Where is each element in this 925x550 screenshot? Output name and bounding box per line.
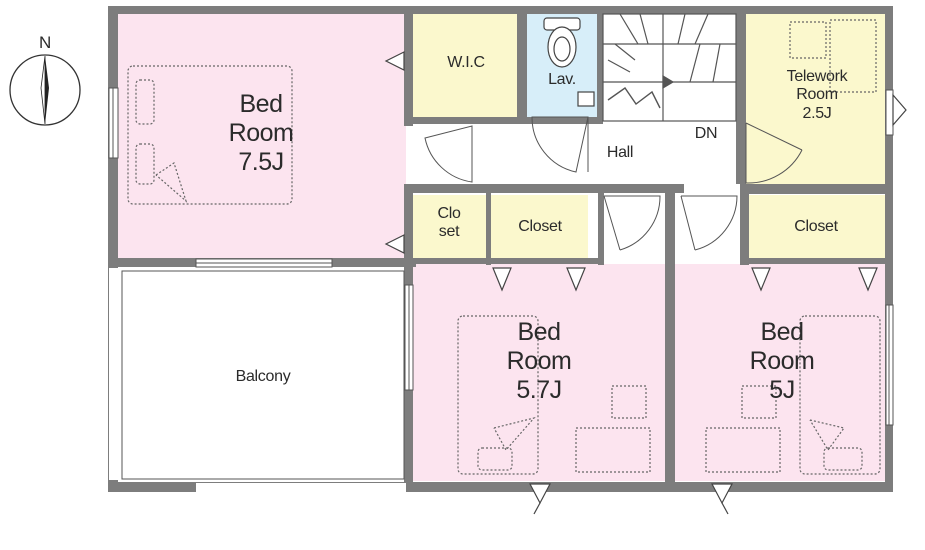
closet-small-line1: Clo bbox=[437, 205, 461, 222]
closet-small-label: Clo set bbox=[418, 205, 480, 242]
compass-north-label: N bbox=[39, 33, 51, 52]
bedroom-2-label: Bed Room 5.7J bbox=[494, 318, 584, 404]
balcony-label: Balcony bbox=[235, 368, 291, 385]
bedroom-3-floor bbox=[675, 264, 885, 481]
master-bedroom-size: 7.5J bbox=[238, 147, 284, 176]
bedroom-3-size: 5J bbox=[769, 375, 795, 404]
stairs-down-label: DN bbox=[694, 125, 718, 142]
bedroom-2-line1: Bed bbox=[517, 318, 561, 346]
closet-b-label: Closet bbox=[794, 218, 838, 235]
telework-line1: Telework bbox=[786, 68, 848, 85]
bedroom-2-floor bbox=[413, 264, 665, 481]
telework-floor bbox=[746, 12, 885, 184]
closet-small-line2: set bbox=[438, 223, 460, 241]
master-bedroom-floor bbox=[118, 12, 406, 259]
lavatory-label: Lav. bbox=[548, 71, 576, 88]
master-bedroom-label: Bed Room 7.5J bbox=[216, 90, 306, 176]
staircase bbox=[602, 13, 737, 122]
hall-label: Hall bbox=[606, 144, 634, 161]
windows bbox=[108, 87, 894, 492]
closet-small-floor bbox=[413, 195, 486, 259]
telework-room-label: Telework Room 2.5J bbox=[760, 68, 874, 123]
telework-size: 2.5J bbox=[802, 104, 832, 122]
closet-a-label: Closet bbox=[518, 218, 562, 235]
bedroom-2-line2: Room bbox=[506, 346, 572, 375]
wic-floor bbox=[413, 12, 517, 117]
toilet-fixture bbox=[543, 17, 595, 107]
master-bedroom-line2: Room bbox=[228, 118, 294, 147]
bedroom-3-line2: Room bbox=[749, 346, 815, 375]
furniture bbox=[127, 19, 881, 475]
bedroom-3-label: Bed Room 5J bbox=[737, 318, 827, 404]
balcony-floor bbox=[118, 268, 408, 480]
bedroom-3-line1: Bed bbox=[760, 318, 804, 346]
closet-a-floor bbox=[490, 195, 588, 259]
closet-door-markers bbox=[384, 51, 907, 515]
stairs-floor bbox=[601, 12, 736, 123]
master-bedroom-line1: Bed bbox=[239, 90, 283, 118]
doors bbox=[424, 116, 803, 251]
compass-rose bbox=[9, 54, 81, 126]
wic-label: W.I.C bbox=[447, 54, 485, 71]
bedroom-2-size: 5.7J bbox=[516, 375, 562, 404]
closet-b-floor bbox=[748, 195, 885, 259]
balcony-outline bbox=[121, 270, 405, 480]
telework-line2: Room bbox=[796, 86, 838, 104]
